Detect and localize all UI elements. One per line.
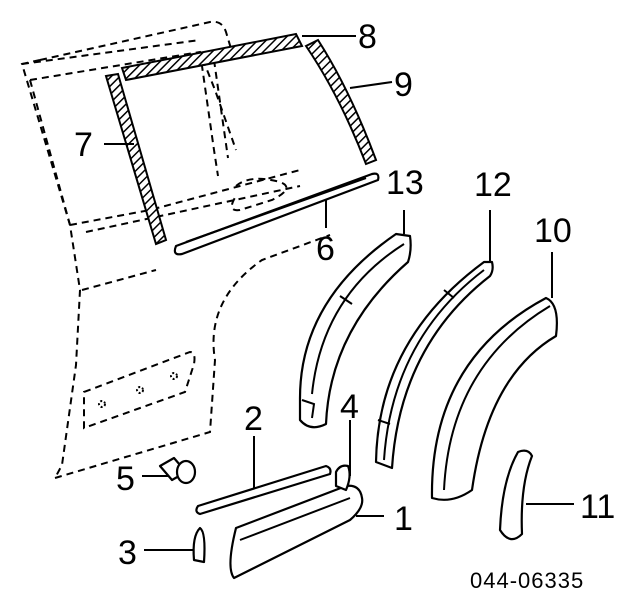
part-11-flare-extension [498, 449, 534, 541]
callout-11: 11 [580, 488, 615, 526]
part-7-front-run-channel [104, 72, 168, 246]
callout-7: 7 [74, 126, 93, 164]
door-outline [20, 20, 331, 479]
part-12-arch-molding [374, 260, 494, 470]
part-5-grommet [158, 456, 197, 485]
callout-13: 13 [386, 164, 424, 202]
part-3-end-cap [192, 526, 206, 564]
callout-12: 12 [474, 166, 512, 204]
part-9-rear-run-channel [304, 38, 378, 166]
part-1-side-molding [229, 484, 364, 580]
part-13-arch-molding-inner [298, 232, 412, 429]
callout-6: 6 [316, 230, 335, 268]
part-2-protector-strip [195, 464, 332, 516]
leader-lines [104, 35, 574, 551]
callout-1: 1 [394, 500, 413, 538]
callout-4: 4 [340, 388, 359, 426]
callout-2: 2 [244, 400, 263, 438]
part-6-belt-molding [173, 172, 380, 256]
part-8-roof-weatherstrip [120, 32, 304, 82]
callout-5: 5 [116, 460, 135, 498]
part-4-clip [334, 464, 351, 492]
drawing-code: 044-06335 [470, 568, 584, 593]
callout-9: 9 [394, 66, 413, 104]
callout-10: 10 [534, 212, 572, 250]
callout-3: 3 [118, 534, 137, 572]
callout-8: 8 [358, 18, 377, 56]
part-10-wheel-arch-flare [430, 296, 558, 501]
